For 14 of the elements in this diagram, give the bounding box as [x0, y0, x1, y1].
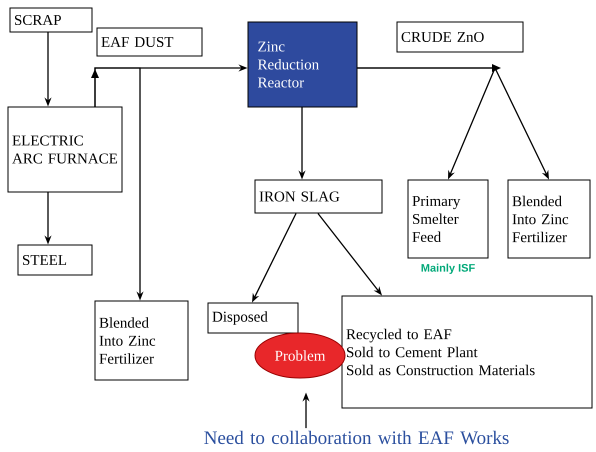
beside-note: Mainly ISF: [422, 264, 475, 274]
process-box: ELECTRIC ARC FURNACE: [8, 106, 122, 192]
process-box: Blended Into Zinc Fertilizer: [508, 180, 590, 258]
process-box: Recycled to EAF Sold to Cement Plant Sold as Construction Materials: [342, 296, 592, 408]
note-text: Need to collaboration with EAF Works: [204, 430, 509, 444]
process-box: Disposed: [208, 302, 298, 334]
label-box: EAF DUST: [96, 28, 202, 56]
label-box: CRUDE ZnO: [396, 22, 524, 52]
process-box: IRON SLAG: [254, 180, 382, 214]
process-box: Blended Into Zinc Fertilizer: [94, 300, 188, 380]
reactor-box: Zinc Reduction Reactor: [248, 22, 358, 108]
process-box: Primary Smelter Feed: [408, 180, 488, 258]
process-box: STEEL: [18, 244, 92, 276]
process-box: SCRAP: [10, 8, 92, 32]
